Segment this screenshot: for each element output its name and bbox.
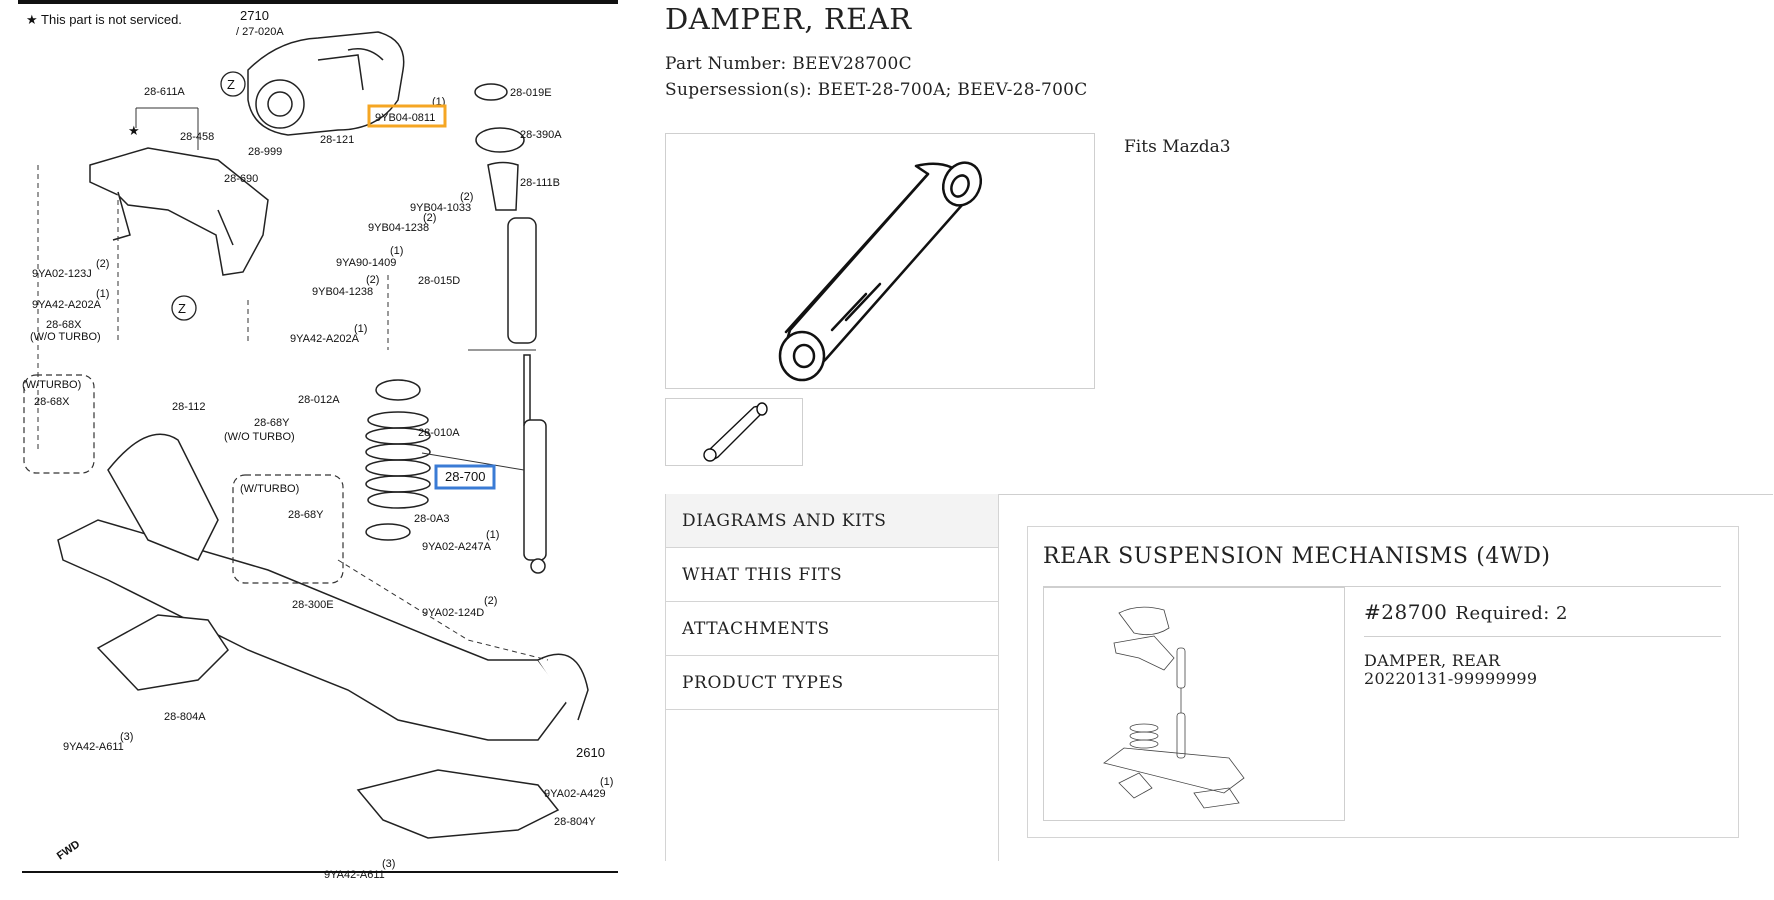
part-number-value: BEEV28700C (792, 54, 912, 74)
highlight-box-blue[interactable] (434, 464, 496, 490)
diagram-label: 28-019E (510, 87, 552, 99)
diagram-label: (1) (390, 245, 403, 257)
part-number-label: Part Number: (665, 54, 787, 74)
tab-diagrams-and-kits[interactable]: DIAGRAMS AND KITS (666, 494, 998, 548)
parts-diagram: ★ This part is not serviced. (18, 0, 618, 881)
diagram-label: 28-390A (520, 129, 562, 141)
diagram-label: 28-015D (418, 275, 460, 287)
diagram-label: (2) (423, 212, 436, 224)
star-marker: ★ (128, 123, 140, 138)
diagram-label: 28-010A (418, 427, 460, 439)
damper-drawing (474, 83, 547, 574)
supersession-line: Supersession(s): BEET-28-700A; BEEV-28-7… (665, 80, 1088, 100)
diagram-label: 28-999 (248, 146, 282, 158)
diagram-label: 28-68Y (254, 417, 290, 429)
fits-text: Fits Mazda3 (1124, 137, 1231, 157)
diagram-label: (1) (486, 529, 499, 541)
highlight-box-orange[interactable] (367, 104, 447, 128)
product-thumbnail[interactable] (665, 398, 803, 466)
diagram-label: 28-804Y (554, 816, 596, 828)
diagram-label: 9YA02-A429 (544, 788, 606, 800)
diagram-note: ★ This part is not serviced. (26, 12, 182, 27)
diagram-label: 28-690 (224, 173, 258, 185)
diagram-label: (3) (382, 858, 395, 870)
diagram-label: 2710 (240, 8, 269, 23)
diagram-label: 28-458 (180, 131, 214, 143)
diagram-label: 9YA42-A611 (63, 741, 124, 753)
highlight-label-orange[interactable]: 9YB04-0811 (375, 112, 435, 124)
diagram-label: 9YA02-A247A (422, 541, 492, 553)
diagram-label: 28-68Y (288, 509, 324, 521)
kit-required-qty: Required: 2 (1455, 603, 1568, 624)
tab-product-types[interactable]: PRODUCT TYPES (666, 656, 998, 710)
diagram-label: 9YA02-124D (422, 607, 484, 619)
tab-attachments[interactable]: ATTACHMENTS (666, 602, 998, 656)
diagram-label: 2610 (576, 745, 605, 760)
card-divider (1043, 586, 1721, 587)
diagram-label: FWD (55, 838, 82, 862)
diagram-label: (1) (96, 288, 109, 300)
damper-thumbnail-icon (703, 402, 768, 462)
diagram-label: 9YA42-A202A (32, 299, 102, 311)
diagram-label: 9YA42-A611 (324, 869, 385, 881)
diagram-label: (2) (460, 191, 473, 203)
diagram-label: 28-121 (320, 134, 354, 146)
diagram-label: (W/TURBO) (22, 379, 81, 391)
diagram-label: (3) (120, 731, 133, 743)
kit-part-name: DAMPER, REAR (1364, 651, 1501, 670)
diagram-label: 9YB04-1033 (410, 202, 471, 214)
diagram-label: (W/O TURBO) (30, 331, 101, 343)
diagram-label: 28-68X (34, 396, 70, 408)
supersession-label: Supersession(s): (665, 80, 813, 100)
supersession-value: BEET-28-700A; BEEV-28-700C (817, 80, 1088, 100)
tab-what-this-fits[interactable]: WHAT THIS FITS (666, 548, 998, 602)
diagram-label: 28-0A3 (414, 513, 449, 525)
tabs-top-divider (665, 494, 1773, 495)
diagram-label: (W/O TURBO) (224, 431, 295, 443)
diagram-label: 28-300E (292, 599, 334, 611)
diagram-label: 28-68X (46, 319, 82, 331)
option-boxes (23, 374, 344, 584)
tab-list: DIAGRAMS AND KITS WHAT THIS FITS ATTACHM… (665, 494, 999, 861)
diagram-label: 28-804A (164, 711, 206, 723)
diagram-label: 9YA02-123J (32, 268, 92, 280)
product-main-image[interactable] (665, 133, 1095, 389)
spring-drawing (365, 379, 431, 541)
diagram-label: 28-111B (520, 177, 560, 189)
damper-image (778, 161, 983, 382)
diagram-thumbnail[interactable] (1043, 587, 1345, 821)
crossmember-drawing (89, 147, 269, 276)
kit-ref-number: #28700 (1364, 600, 1448, 624)
diagram-label: (1) (600, 776, 613, 788)
kit-ref-line: #28700 Required: 2 (1364, 600, 1568, 624)
diagram-label: (2) (366, 274, 379, 286)
diagram-label: (W/TURBO) (240, 483, 299, 495)
diagram-label: (2) (484, 595, 497, 607)
diagram-label: 9YA42-A202A (290, 333, 360, 345)
diagram-label: 28-611A (144, 86, 185, 98)
kit-date-range: 20220131-99999999 (1364, 669, 1538, 688)
diagram-label: (1) (354, 323, 367, 335)
differential-drawing (247, 31, 405, 136)
diagram-label: / 27-020A (236, 26, 284, 38)
callout-markers (171, 71, 246, 321)
diagram-thumbnail-image (1103, 606, 1245, 809)
diagram-label: 28-112 (172, 401, 205, 413)
callout-marker-z: Z (178, 301, 186, 316)
diagram-kit-title[interactable]: REAR SUSPENSION MECHANISMS (4WD) (1043, 544, 1551, 569)
kit-divider (1364, 636, 1721, 637)
highlight-label-blue[interactable]: 28-700 (445, 469, 485, 484)
beam-drawing (57, 433, 589, 741)
product-title: DAMPER, REAR (665, 2, 912, 36)
diagram-label: 9YB04-1238 (368, 222, 429, 234)
diagram-label: 28-012A (298, 394, 340, 406)
diagram-kit-card (1027, 526, 1739, 838)
diagram-label: (2) (96, 258, 109, 270)
callout-marker-z: Z (227, 77, 235, 92)
kit-description: DAMPER, REAR 20220131-99999999 (1364, 652, 1537, 688)
diagram-label: 9YB04-1238 (312, 286, 373, 298)
undercover-drawing (96, 614, 560, 839)
diagram-label: 9YA90-1409 (336, 257, 396, 269)
part-number-line: Part Number: BEEV28700C (665, 54, 912, 74)
